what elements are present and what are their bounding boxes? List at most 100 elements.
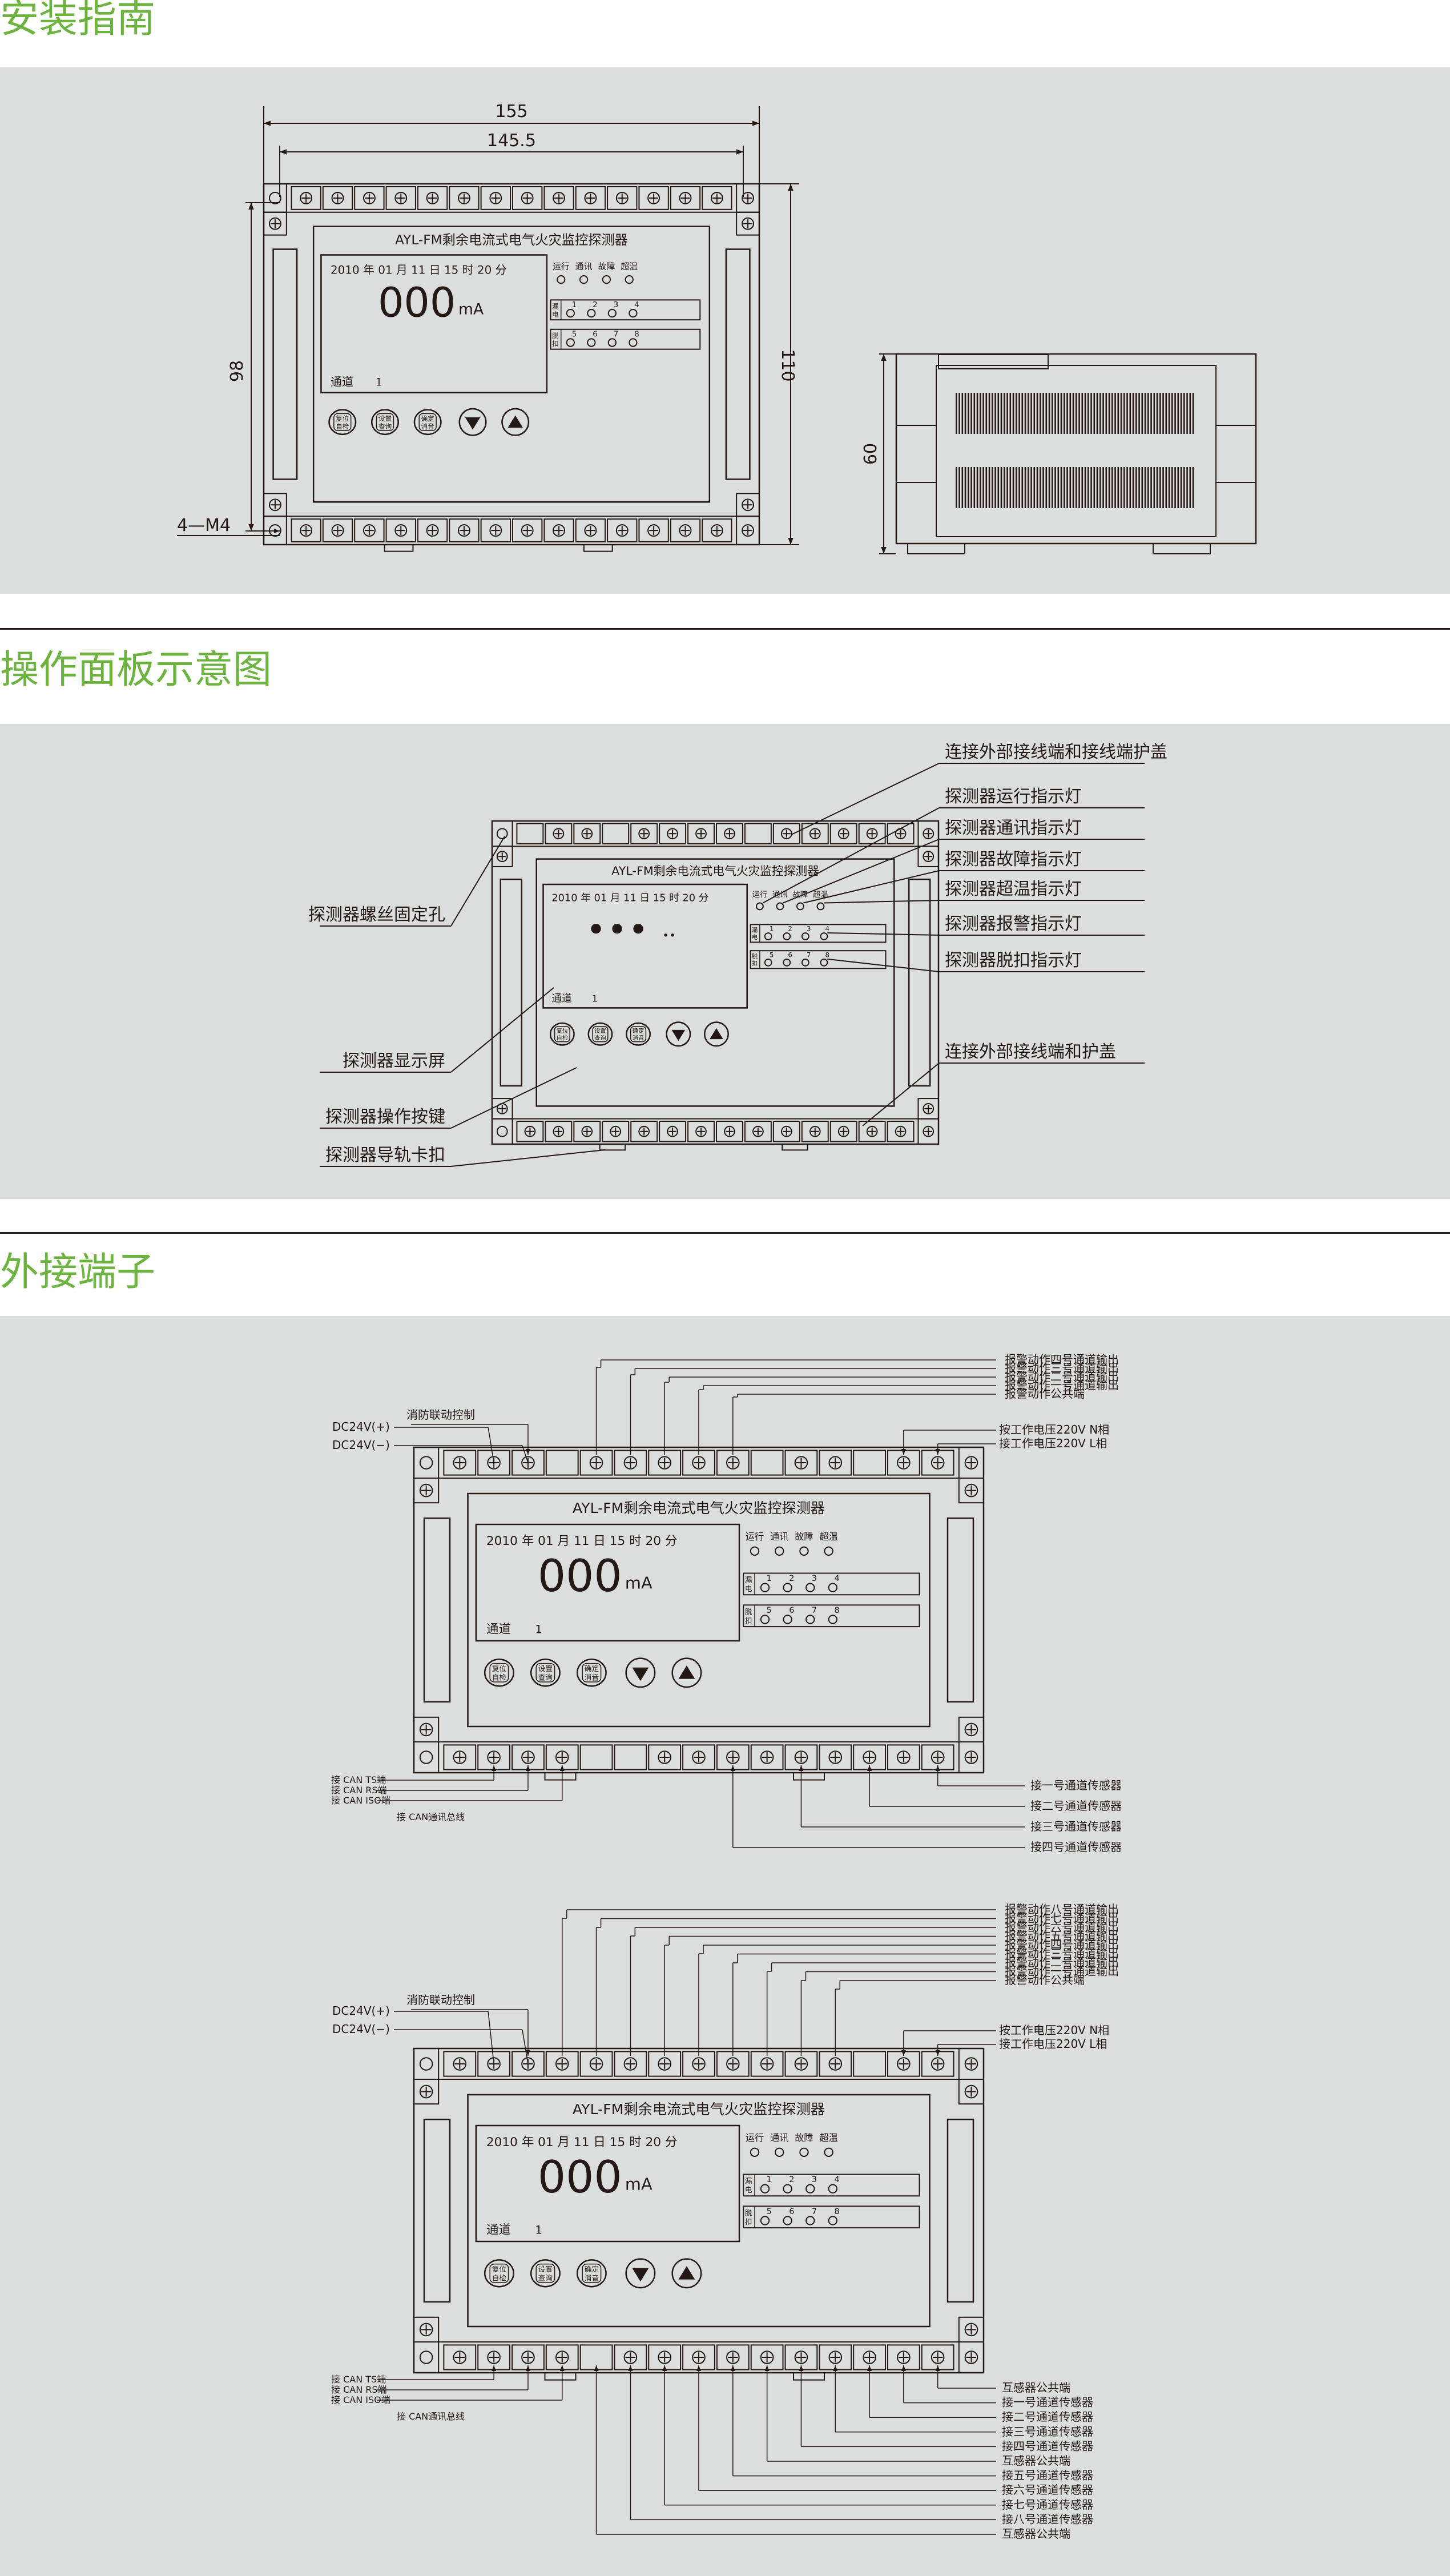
led-row-tag: 扣 [552, 340, 559, 348]
screw-terminal [794, 1456, 808, 1470]
channel-led [805, 2184, 815, 2193]
panel-button [576, 2259, 607, 2288]
status-led [750, 1546, 760, 1556]
led-number: 1 [770, 924, 774, 932]
vent-slot [994, 393, 996, 434]
leader-line [783, 839, 940, 904]
panel-button [328, 409, 357, 436]
status-led-label: 超温 [621, 261, 638, 271]
screw-terminal [487, 2057, 501, 2071]
terminal-cell [716, 1121, 743, 1142]
screw-terminal [726, 2057, 740, 2071]
terminal-cell [702, 186, 732, 210]
screw-terminal [964, 1722, 978, 1737]
channel-led [629, 338, 638, 347]
vent-slot [1102, 393, 1104, 434]
corner-block [413, 2048, 440, 2080]
vent-slot [1052, 467, 1053, 508]
terminal-cell [630, 823, 658, 844]
panel-label-comm-led: 探测器通讯指示灯 [945, 818, 1082, 838]
vent-slot [994, 467, 996, 508]
leader-line [488, 1427, 494, 1463]
terminal-cell [291, 186, 321, 210]
screw-terminal [647, 191, 660, 204]
terminal-label-sensor: 接三号通道传感器 [1030, 1820, 1122, 1833]
led-number: 1 [767, 1574, 772, 1583]
button-label: 消音 [585, 2273, 599, 2282]
vent-slot [964, 467, 966, 508]
screw-terminal [458, 524, 470, 537]
terminal-cell [602, 823, 630, 844]
status-led [625, 275, 634, 284]
terminal-label-sensor: 接一号通道传感器 [1030, 1778, 1122, 1792]
button-label: 设置 [594, 1028, 606, 1035]
screw-terminal [453, 1456, 467, 1470]
led-row-tag: 漏 [552, 302, 559, 310]
device-name: AYL-FM剩余电流式电气火灾监控探测器 [611, 864, 819, 878]
screw-terminal [780, 828, 792, 840]
channel-led [828, 1615, 838, 1624]
mounting-hole [419, 1456, 433, 1470]
led-number: 5 [767, 2207, 772, 2216]
status-led [775, 1546, 784, 1556]
vent-slot [1123, 393, 1125, 434]
leader-line [522, 1445, 529, 1463]
terminal-cell [602, 1121, 630, 1142]
vent-slot [1129, 467, 1131, 508]
vent-slot [997, 393, 1000, 434]
button-label: 确定 [633, 1027, 645, 1035]
screw-terminal [809, 1125, 821, 1137]
channel-led [805, 2216, 815, 2225]
vent-slot [1057, 467, 1060, 508]
screw-terminal [589, 2057, 603, 2071]
screw-terminal [658, 1456, 671, 1470]
terminal-label-output: 报警动作一号通道输出 [1005, 1965, 1119, 1978]
panel-button-inner [554, 1026, 570, 1043]
leader-line [803, 870, 940, 904]
vent-slot [988, 393, 990, 434]
arrow-head [594, 2365, 599, 2371]
screw-terminal [828, 1456, 843, 1470]
corner-block [958, 2316, 985, 2343]
corner-block [958, 1478, 985, 1504]
arrow-head [901, 2365, 906, 2371]
terminal-cell [648, 1744, 682, 1770]
vent-slot [1018, 467, 1020, 508]
arrow-head [881, 354, 887, 361]
vent-slot [1156, 393, 1158, 434]
vent-slot [1120, 393, 1122, 434]
terminal-cell [750, 1744, 784, 1770]
led-row-tag: 脱 [752, 953, 758, 960]
terminal-cell [543, 518, 574, 543]
led-number: 7 [614, 330, 618, 339]
arrow-button [666, 1021, 691, 1047]
screw-terminal [964, 1456, 978, 1470]
vent-slot [1108, 393, 1110, 434]
display-dot [612, 924, 622, 934]
leader-line [450, 836, 505, 927]
vent-slot [1105, 393, 1107, 434]
install-panel [0, 67, 1450, 594]
vent-slot [980, 467, 981, 508]
device-outline [263, 183, 760, 546]
status-led-label: 故障 [598, 261, 615, 271]
side-slot [500, 878, 523, 1087]
up-arrow-icon [678, 2266, 695, 2280]
vent-slot [958, 467, 960, 508]
screw-terminal [623, 2057, 638, 2071]
status-led-label: 通讯 [772, 890, 788, 899]
vent-slot [992, 467, 993, 508]
terminal-label-sensor: 接八号通道传感器 [1002, 2512, 1093, 2526]
button-label: 查询 [538, 1673, 553, 1681]
vent-slot [1171, 467, 1173, 508]
panel-button [530, 1659, 561, 1687]
screw-terminal [581, 828, 593, 840]
vent-slot [1153, 393, 1155, 434]
screw-terminal [863, 1750, 876, 1764]
screw-terminal [521, 1750, 535, 1764]
terminal-cell [638, 518, 669, 543]
corner-block [917, 1098, 939, 1120]
display-unit: mA [625, 1573, 652, 1593]
vent-slot [1028, 393, 1029, 434]
vent-slot [982, 467, 984, 508]
